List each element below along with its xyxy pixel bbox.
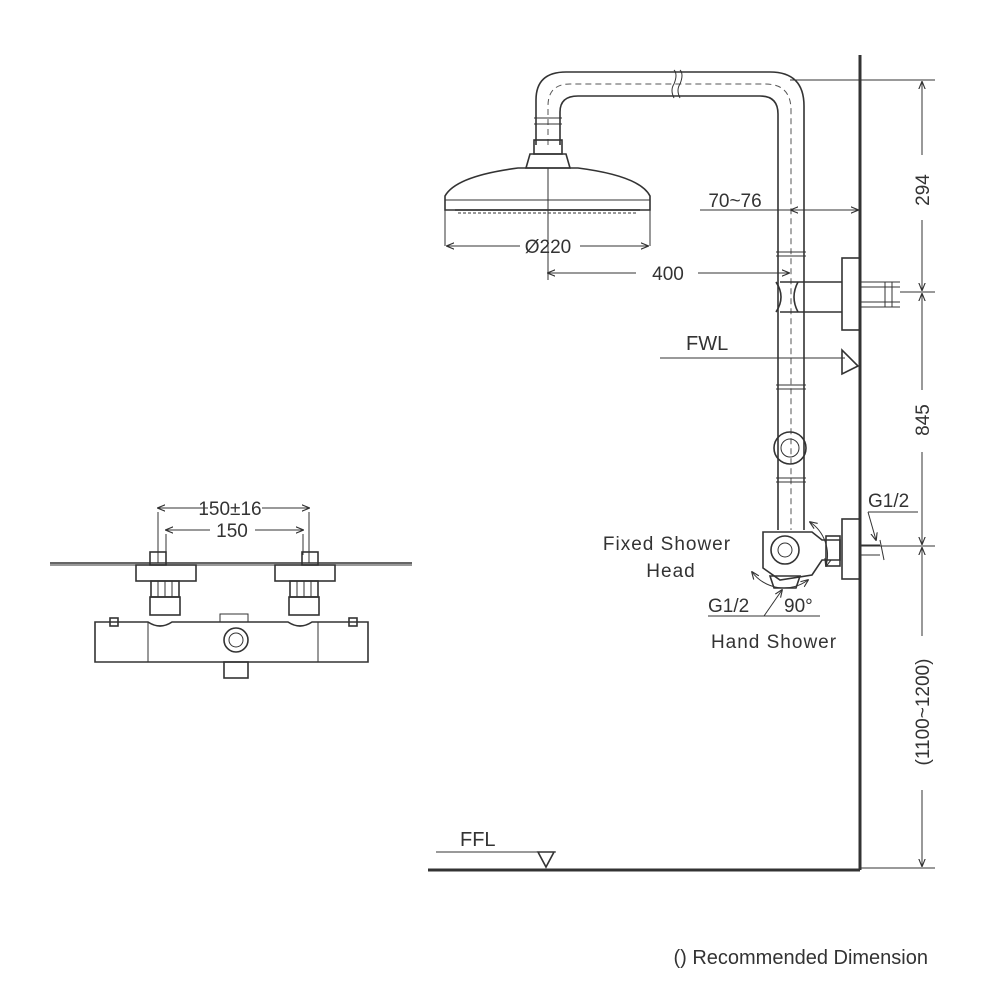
ffl-label: FFL — [460, 829, 496, 851]
riser-pipe — [534, 69, 806, 530]
mixer-front-view: 150±16 150 — [50, 499, 412, 679]
dim-150: 150 — [216, 521, 248, 542]
mixer-outlet — [223, 661, 249, 679]
g12-inlet-label: G1/2 — [868, 491, 909, 512]
fixed-shower-label-line2: Head — [646, 561, 695, 582]
footnote: () Recommended Dimension — [673, 947, 928, 969]
g12-outlet-label: G1/2 — [708, 596, 749, 617]
slide-holder — [773, 431, 807, 465]
dim-1100-1200: (1100~1200) — [913, 659, 934, 766]
mixer-body — [94, 621, 369, 663]
angle-90-label: 90° — [784, 596, 813, 617]
fixed-shower-label-line1: Fixed Shower — [603, 534, 731, 555]
dim-70-76: 70~76 — [708, 191, 761, 212]
hand-shower-label: Hand Shower — [711, 632, 837, 653]
dim-150-tolerance: 150±16 — [198, 499, 261, 520]
diverter-knob — [223, 627, 249, 653]
wall-flange-right — [274, 564, 336, 582]
wall-flange-left — [135, 564, 197, 582]
dim-845: 845 — [913, 404, 934, 436]
dim-400: 400 — [652, 264, 684, 285]
fwl-label: FWL — [686, 333, 728, 355]
wall-bracket-upper — [775, 257, 900, 331]
dim-294: 294 — [913, 174, 934, 206]
mixer-side-view — [752, 518, 885, 589]
